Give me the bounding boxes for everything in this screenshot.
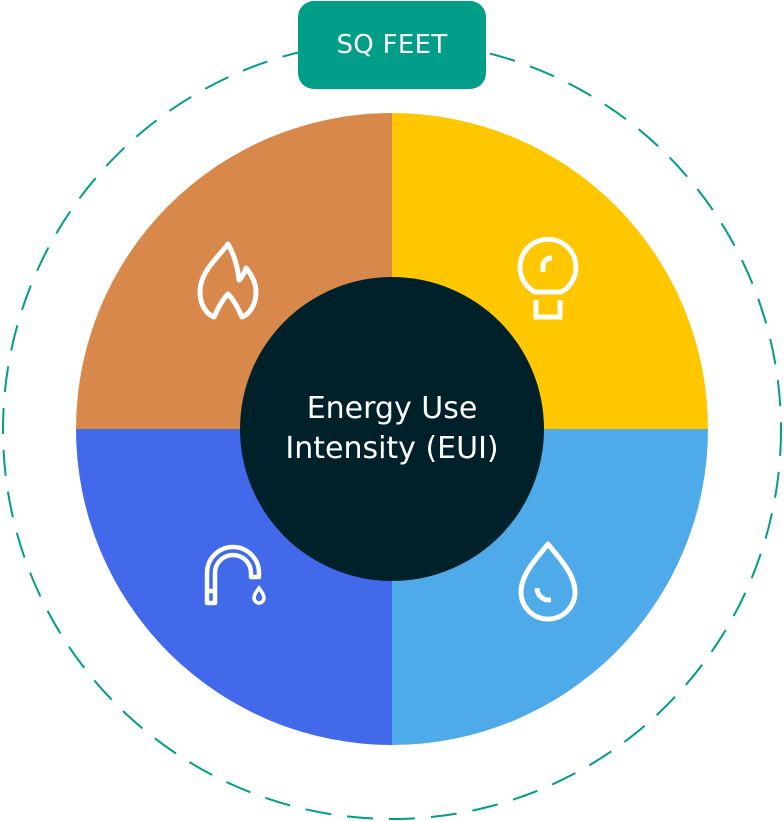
faucet-icon xyxy=(204,544,266,606)
dashed-outer-ring xyxy=(2,40,782,820)
flame-icon xyxy=(197,241,259,320)
lightbulb-icon xyxy=(517,236,579,320)
center-circle xyxy=(240,277,544,581)
center-label-line2: Intensity (EUI) xyxy=(285,431,499,466)
badge-label: SQ FEET xyxy=(336,30,448,60)
center-label: Energy Use Intensity (EUI) xyxy=(240,277,544,581)
center-label-line1: Energy Use xyxy=(306,391,478,426)
water-drop-icon xyxy=(518,541,578,622)
sq-feet-badge: SQ FEET xyxy=(298,1,486,89)
